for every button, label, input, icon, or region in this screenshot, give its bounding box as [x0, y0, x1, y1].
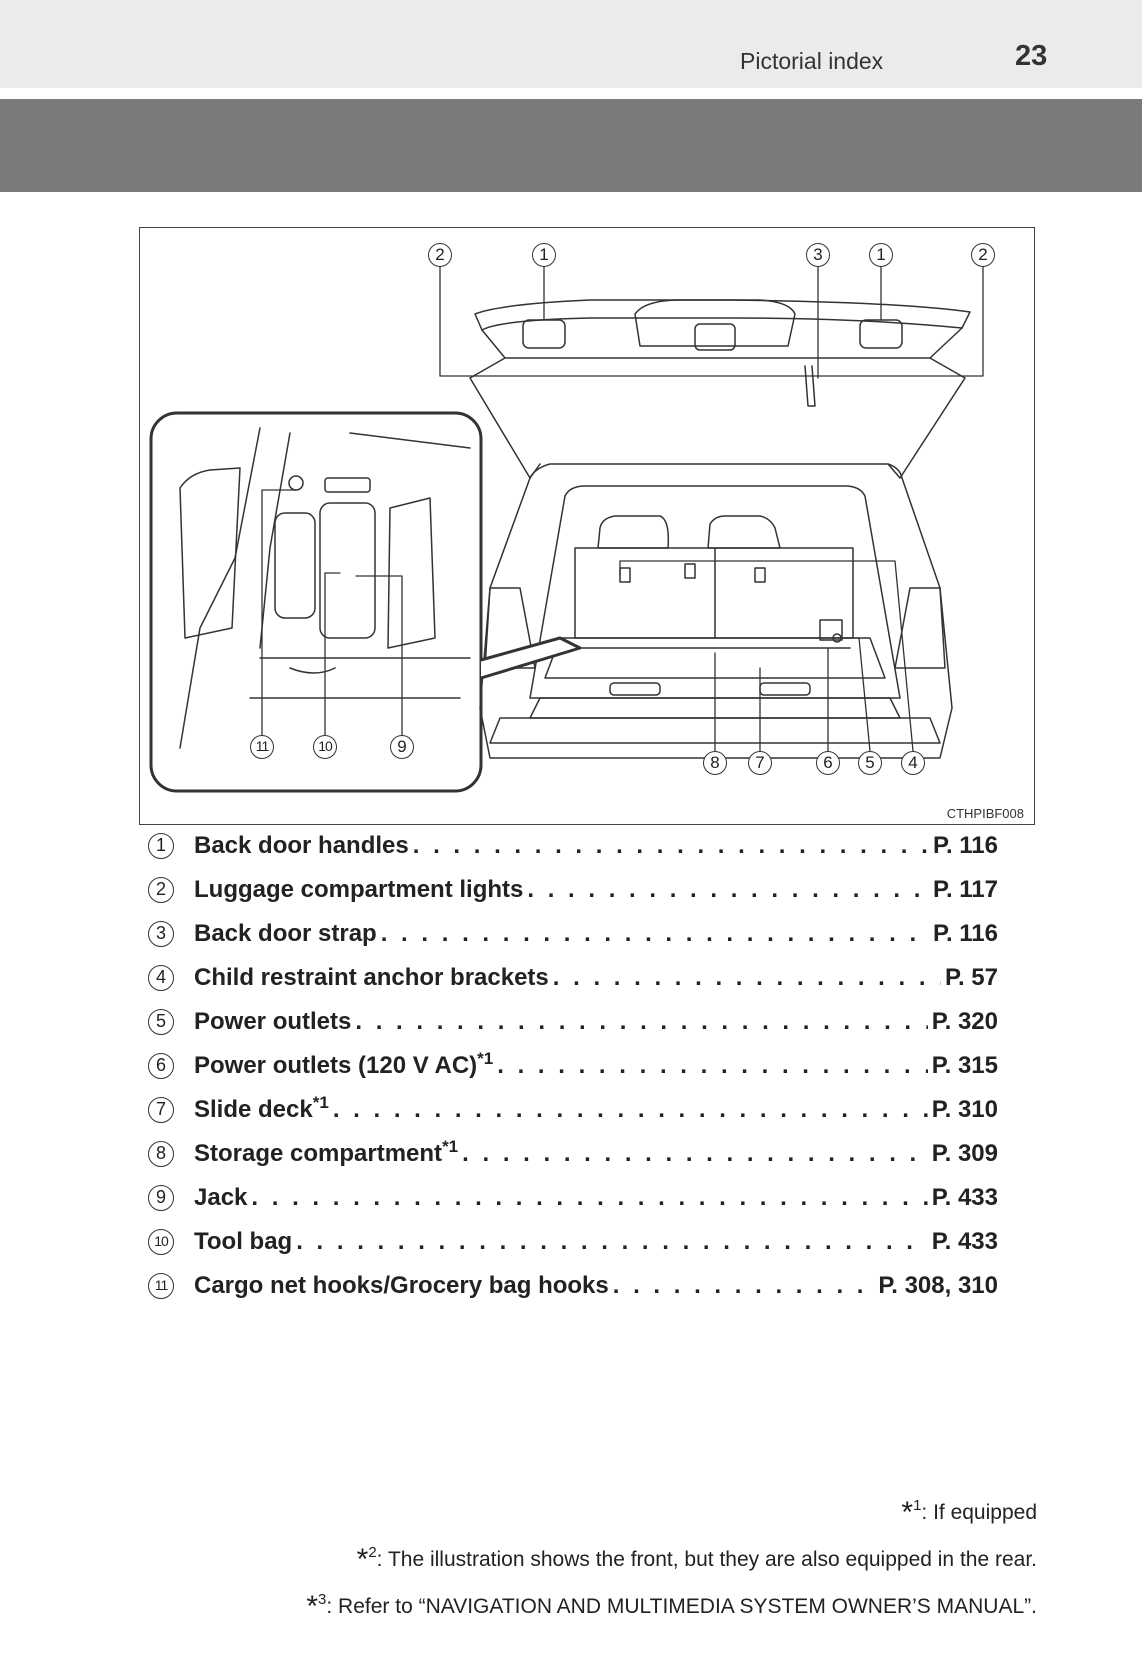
item-label: Tool bag	[194, 1228, 293, 1255]
item-number: 7	[148, 1097, 174, 1123]
footnote-ref: *1	[442, 1137, 459, 1156]
list-item: 1 Back door handles . . . . . . . . . . …	[148, 826, 998, 866]
footnote: *3: Refer to “NAVIGATION AND MULTIMEDIA …	[306, 1590, 1037, 1623]
item-label: Cargo net hooks/Grocery bag hooks	[194, 1272, 609, 1299]
list-item: 8 Storage compartment*1 . . . . . . . . …	[148, 1134, 998, 1174]
item-number: 2	[148, 877, 174, 903]
item-number: 4	[148, 965, 174, 991]
callout-11: 11	[250, 735, 274, 759]
callout-6: 6	[816, 751, 840, 775]
leader-dots: . . . . . . . . . . . . . . . . . . . . …	[497, 1052, 927, 1079]
list-item: 6 Power outlets (120 V AC)*1 . . . . . .…	[148, 1046, 998, 1086]
footnote: *1: If equipped	[901, 1496, 1037, 1529]
item-label: Back door strap	[194, 920, 377, 947]
callout-2: 2	[971, 243, 995, 267]
callout-1: 1	[532, 243, 556, 267]
page-link[interactable]: P. 308, 310	[878, 1272, 998, 1299]
leader-dots: . . . . . . . . . . . . . . . . . . . . …	[355, 1008, 927, 1035]
leader-dots: . . . . . . . . . . . . . . . . . . . . …	[552, 964, 941, 991]
leader-dots: . . . . . . . . . . . . . . . . . . . . …	[332, 1096, 928, 1123]
callout-1: 1	[869, 243, 893, 267]
item-number: 10	[148, 1229, 174, 1255]
vehicle-rear-drawing	[149, 255, 984, 793]
list-item: 5 Power outlets . . . . . . . . . . . . …	[148, 1002, 998, 1042]
footnote-ref: *1	[477, 1049, 494, 1068]
page-link[interactable]: P. 57	[945, 964, 998, 991]
callout-2: 2	[428, 243, 452, 267]
list-item: 4 Child restraint anchor brackets . . . …	[148, 958, 998, 998]
leader-dots: . . . . . . . . . . . . . . . . . . . . …	[462, 1140, 928, 1167]
page-link[interactable]: P. 320	[931, 1008, 998, 1035]
callout-5: 5	[858, 751, 882, 775]
page-link[interactable]: P. 310	[931, 1096, 998, 1123]
item-label: Back door handles	[194, 832, 409, 859]
leader-dots: . . . . . . . . . . . . . . . . . . . . …	[527, 876, 929, 903]
callout-10: 10	[313, 735, 337, 759]
item-number: 11	[148, 1273, 174, 1299]
section-title: Pictorial index	[740, 48, 884, 74]
figure-code: CTHPIBF008	[946, 806, 1024, 821]
luggage-compartment-illustration: 2 1 3 1 2 8 7 6 5 4 11 10 9 CTHPIBF008	[139, 227, 1035, 825]
page-link[interactable]: P. 116	[933, 920, 998, 947]
gray-banner	[0, 99, 1142, 192]
list-item: 2 Luggage compartment lights . . . . . .…	[148, 870, 998, 910]
item-label: Child restraint anchor brackets	[194, 964, 549, 991]
leader-dots: . . . . . . . . . . . . . . . . . . . . …	[296, 1228, 928, 1255]
callout-3: 3	[806, 243, 830, 267]
item-label: Slide deck*1	[194, 1093, 329, 1123]
page-link[interactable]: P. 116	[933, 832, 998, 859]
callout-4: 4	[901, 751, 925, 775]
page-link[interactable]: P. 433	[931, 1228, 998, 1255]
item-label: Luggage compartment lights	[194, 876, 524, 903]
item-number: 5	[148, 1009, 174, 1035]
page-number: 23	[1015, 40, 1048, 72]
callout-7: 7	[748, 751, 772, 775]
list-item: 9 Jack . . . . . . . . . . . . . . . . .…	[148, 1178, 998, 1218]
leader-dots: . . . . . . . . . . . . . . . . . . . . …	[412, 832, 929, 859]
item-number: 8	[148, 1141, 174, 1167]
leader-dots: . . . . . . . . . . . . . . . . . . . . …	[612, 1272, 875, 1299]
page-link[interactable]: P. 117	[933, 876, 998, 903]
footnotes: *1: If equipped *2: The illustration sho…	[306, 1486, 1037, 1627]
item-label: Storage compartment*1	[194, 1137, 459, 1167]
item-number: 9	[148, 1185, 174, 1211]
item-number: 1	[148, 833, 174, 859]
list-item: 10 Tool bag . . . . . . . . . . . . . . …	[148, 1222, 998, 1262]
list-item: 7 Slide deck*1 . . . . . . . . . . . . .…	[148, 1090, 998, 1130]
leader-dots: . . . . . . . . . . . . . . . . . . . . …	[380, 920, 929, 947]
header-band	[0, 0, 1142, 88]
page-link[interactable]: P. 309	[931, 1140, 998, 1167]
item-label: Power outlets	[194, 1008, 352, 1035]
footnote: *2: The illustration shows the front, bu…	[356, 1543, 1037, 1576]
list-item: 11 Cargo net hooks/Grocery bag hooks . .…	[148, 1266, 998, 1306]
item-label: Jack	[194, 1184, 248, 1211]
page-link[interactable]: P. 433	[931, 1184, 998, 1211]
item-number: 3	[148, 921, 174, 947]
footnote-ref: *1	[312, 1093, 329, 1112]
callout-8: 8	[703, 751, 727, 775]
leader-dots: . . . . . . . . . . . . . . . . . . . . …	[251, 1184, 927, 1211]
item-number: 6	[148, 1053, 174, 1079]
page-link[interactable]: P. 315	[931, 1052, 998, 1079]
item-label: Power outlets (120 V AC)*1	[194, 1049, 494, 1079]
callout-9: 9	[390, 735, 414, 759]
list-item: 3 Back door strap . . . . . . . . . . . …	[148, 914, 998, 954]
